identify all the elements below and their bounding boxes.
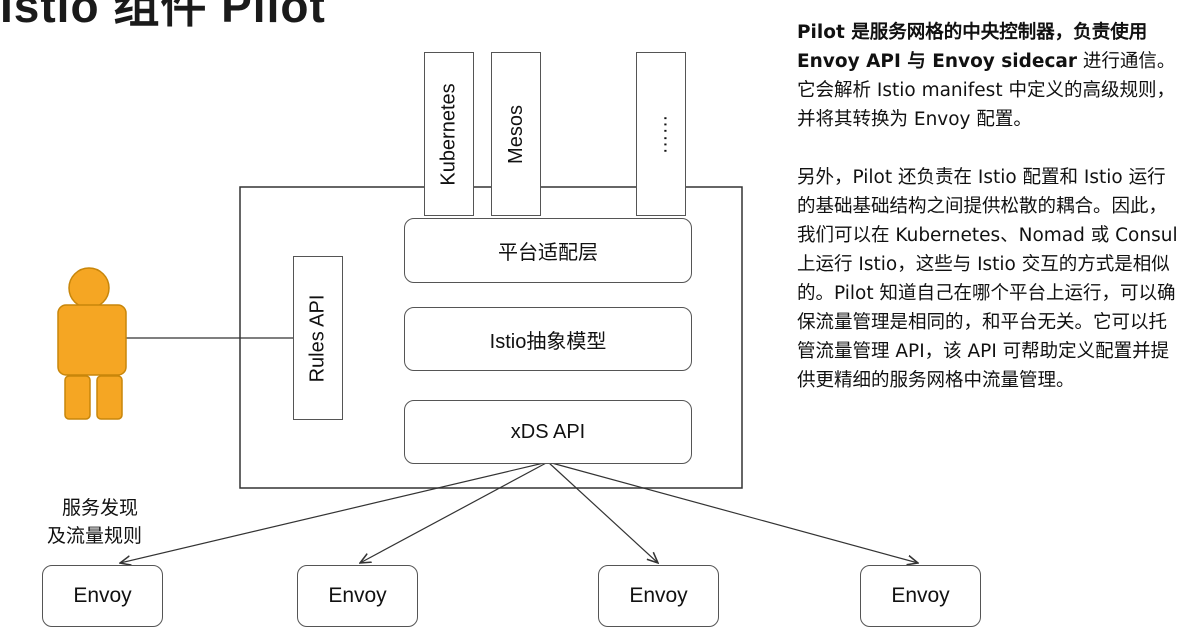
arrow-to-envoy-2 xyxy=(360,461,549,563)
slide-title: Istio 组件 Pilot xyxy=(0,0,326,32)
arrow-to-envoy-1 xyxy=(120,461,549,563)
envoy-box-4: Envoy xyxy=(860,565,981,627)
description-paragraph-1: Pilot 是服务网格的中央控制器，负责使用 Envoy API 与 Envoy… xyxy=(797,22,1176,130)
arrow-to-envoy-3 xyxy=(547,461,658,563)
platform-mesos: Mesos xyxy=(491,52,541,216)
layer-istio-model: Istio抽象模型 xyxy=(404,307,692,371)
layer-xds-api: xDS API xyxy=(404,400,692,464)
arrow-to-envoy-4 xyxy=(547,461,918,563)
envoy-box-1: Envoy xyxy=(42,565,163,627)
platform-more: …… xyxy=(636,52,686,216)
user-icon xyxy=(57,267,127,420)
envoy-box-2: Envoy xyxy=(297,565,418,627)
side-label-line-2: 及流量规则 xyxy=(47,525,143,547)
description: Pilot 是服务网格的中央控制器，负责使用 Envoy API 与 Envoy… xyxy=(797,18,1182,395)
side-label-line-1: 服务发现 xyxy=(62,497,139,519)
envoy-box-3: Envoy xyxy=(598,565,719,627)
layer-platform-adapter: 平台适配层 xyxy=(404,218,692,283)
rules-api-box: Rules API xyxy=(293,256,343,420)
description-paragraph-2: 另外，Pilot 还负责在 Istio 配置和 Istio 运行的基础基础结构之… xyxy=(797,167,1178,391)
platform-kubernetes: Kubernetes xyxy=(424,52,474,216)
